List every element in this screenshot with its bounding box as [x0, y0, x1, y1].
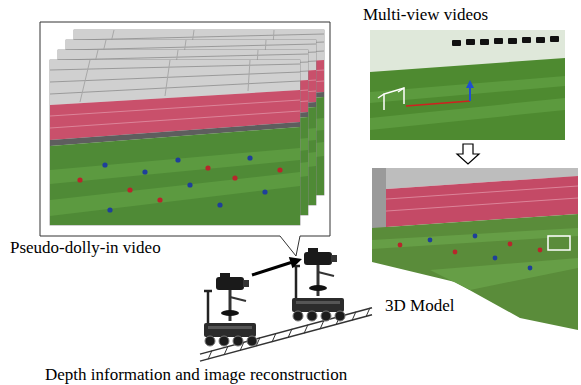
camera-dolly — [204, 273, 257, 346]
motion-arrow — [252, 257, 302, 275]
video-frames — [50, 30, 324, 225]
image-panel: 3D Model — [368, 166, 578, 322]
block-arrow — [457, 144, 479, 164]
figure-label: Depth information and image reconstructi… — [45, 365, 347, 385]
stadium-3d-model — [372, 168, 578, 330]
multi-view-scene — [370, 30, 565, 140]
video-frame — [50, 60, 300, 225]
figure-label: Pseudo-dolly-in video — [10, 238, 161, 258]
image-panel: Multi-view videos — [362, 2, 568, 142]
panel-caption: Multi-view videos — [363, 5, 488, 25]
panel-caption: 3D Model — [385, 296, 454, 316]
speech-bubble — [40, 22, 330, 256]
